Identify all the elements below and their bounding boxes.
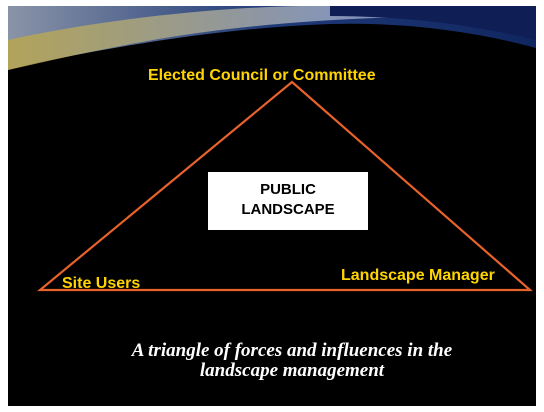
force-triangle (36, 80, 533, 292)
slide-caption: A triangle of forces and influences in t… (131, 340, 453, 381)
center-box-public-landscape: PUBLIC LANDSCAPE (208, 172, 368, 230)
vertex-label-elected-council: Elected Council or Committee (148, 67, 376, 84)
vertex-label-site-users: Site Users (62, 275, 141, 292)
center-label-line-1: PUBLIC (260, 181, 316, 198)
decorative-swoosh-highlight (8, 6, 536, 70)
vertex-label-landscape-manager: Landscape Manager (341, 267, 495, 284)
decorative-swoosh-dark-edge (330, 6, 536, 40)
center-label-line-2: LANDSCAPE (241, 201, 335, 218)
